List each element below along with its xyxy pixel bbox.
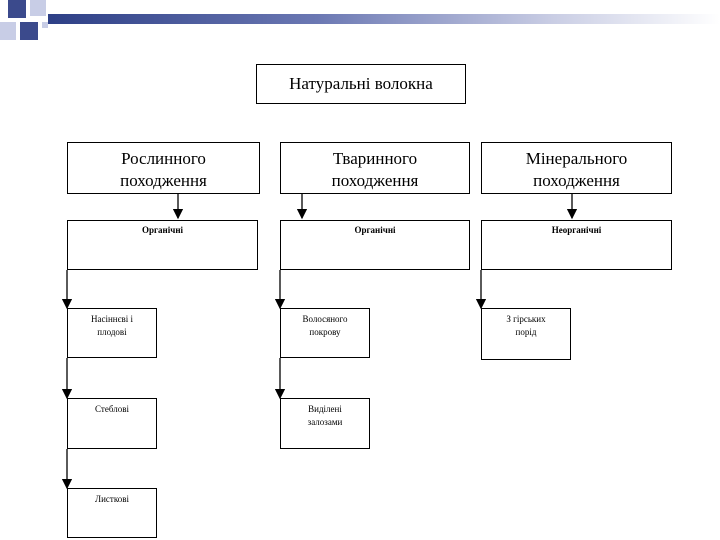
corner-square-4 <box>20 22 38 40</box>
animal-leaf-hair: Волосяного покрову <box>280 308 370 358</box>
animal-leaf-hair-line1: Волосяного <box>302 314 348 324</box>
plant-leaf-leaf: Листкові <box>67 488 157 538</box>
corner-square-3 <box>0 22 16 40</box>
diagram-title: Натуральні волокна <box>256 64 466 104</box>
plant-leaf-seed-line2: плодові <box>97 327 127 337</box>
corner-square-2 <box>30 0 46 16</box>
category-mineral-line2: походження <box>533 171 620 190</box>
subtype-animal: Органічні <box>280 220 470 270</box>
category-animal-line1: Тваринного <box>332 149 418 168</box>
corner-square-5 <box>42 22 48 28</box>
category-mineral: Мінерального походження <box>481 142 672 194</box>
plant-leaf-seed-line1: Насіннєві і <box>91 314 133 324</box>
category-animal-line2: походження <box>331 171 419 190</box>
animal-leaf-hair-line2: покрову <box>309 327 341 337</box>
mineral-leaf-rock-line2: порід <box>515 327 537 337</box>
animal-leaf-gland-line1: Виділені <box>308 404 342 414</box>
plant-leaf-leaf-line1: Листкові <box>94 494 129 504</box>
corner-square-1 <box>8 0 26 18</box>
animal-leaf-gland: Виділені залозами <box>280 398 370 449</box>
subtype-mineral: Неорганічні <box>481 220 672 270</box>
header-gradient-band <box>48 14 720 24</box>
plant-leaf-stem-line1: Стеблові <box>95 404 129 414</box>
category-animal: Тваринного походження <box>280 142 470 194</box>
plant-leaf-seed: Насіннєві і плодові <box>67 308 157 358</box>
mineral-leaf-rock-line1: З гірських <box>506 314 546 324</box>
category-plant: Рослинного походження <box>67 142 260 194</box>
plant-leaf-stem: Стеблові <box>67 398 157 449</box>
animal-leaf-gland-line2: залозами <box>307 417 343 427</box>
subtype-plant: Органічні <box>67 220 258 270</box>
category-plant-line2: походження <box>120 171 207 190</box>
category-plant-line1: Рослинного <box>121 149 206 168</box>
mineral-leaf-rock: З гірських порід <box>481 308 571 360</box>
category-mineral-line1: Мінерального <box>525 149 628 168</box>
